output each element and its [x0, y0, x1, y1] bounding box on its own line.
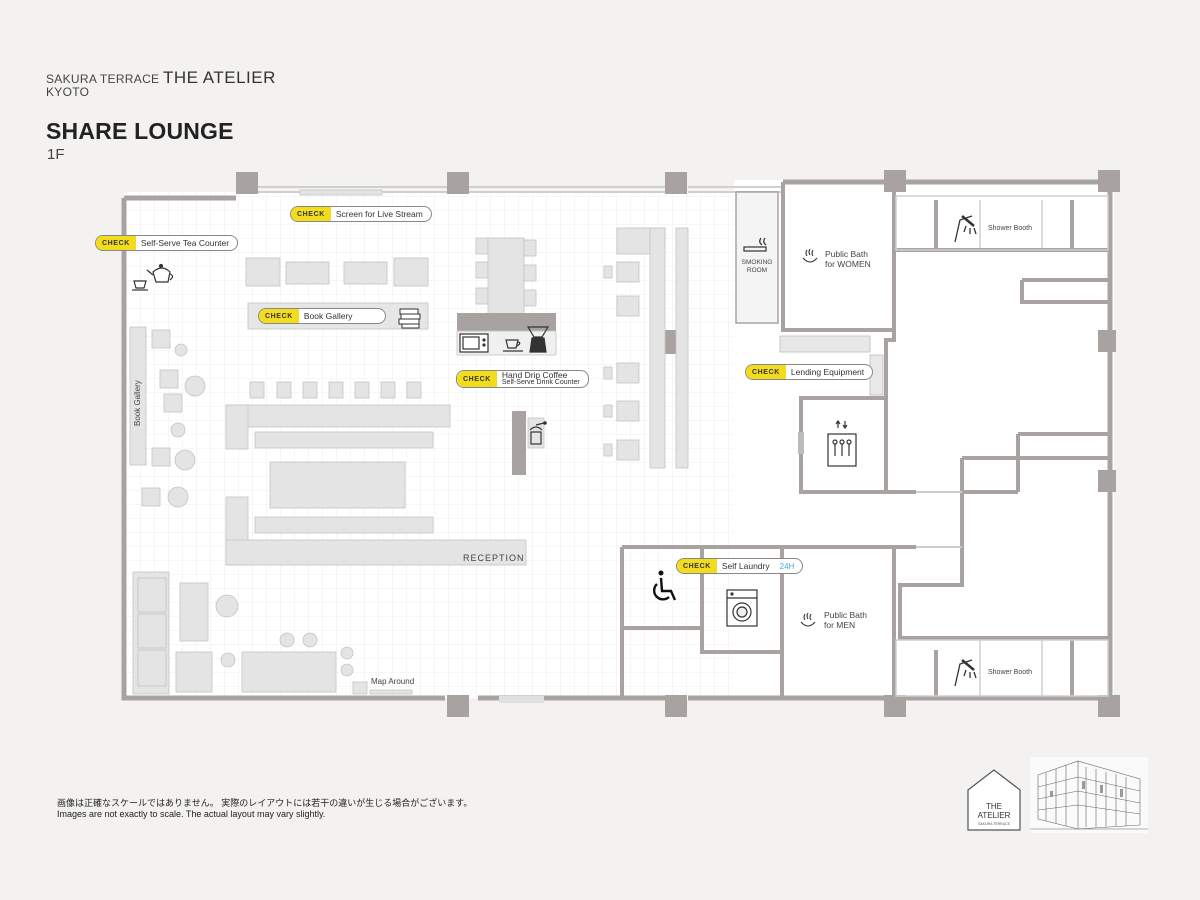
callout-lending[interactable]: CHECK Lending Equipment	[745, 364, 874, 380]
laundry-24h-tag: 24H	[779, 561, 795, 571]
drip-coffee-icon	[526, 326, 550, 353]
smoking-label-1: SMOKING	[741, 259, 773, 266]
lending-counter	[779, 335, 871, 353]
logo-text: THE ATELIER	[966, 802, 1022, 820]
check-badge: CHECK	[677, 559, 717, 573]
round-tables	[167, 343, 354, 677]
atelier-logo	[967, 769, 1021, 831]
callout-screen-text: Screen for Live Stream	[335, 209, 423, 219]
callout-tea-text: Self-Serve Tea Counter	[140, 238, 230, 248]
floor-label: 1F	[47, 146, 65, 163]
note-english: Images are not exactly to scale. The act…	[57, 809, 326, 819]
logo-line-2: ATELIER	[977, 811, 1011, 820]
callout-coffee[interactable]: CHECK Hand Drip Coffee Self-Serve Drink …	[456, 370, 589, 388]
callout-book-text: Book Gallery	[303, 311, 353, 321]
building-sketch	[1030, 757, 1148, 833]
brand-name-small: SAKURA TERRACE	[46, 72, 160, 86]
callout-coffee-text: Hand Drip Coffee	[501, 370, 568, 380]
cigarette-icon	[743, 237, 767, 252]
callout-laundry-text: Self Laundry	[721, 561, 770, 571]
shower-icon	[954, 659, 977, 687]
callout-coffee-sub: Self-Serve Drink Counter	[501, 379, 580, 386]
outer-walls	[121, 179, 1113, 701]
check-badge: CHECK	[457, 371, 497, 387]
entrance-mat	[499, 696, 544, 703]
shower-icon	[954, 215, 977, 243]
washing-machine-icon	[726, 589, 758, 627]
teacup-icon	[132, 280, 148, 291]
smoking-label-2: ROOM	[746, 267, 768, 274]
right-floor	[734, 180, 1114, 698]
shower-booth-bottom-label: Shower Booth	[988, 669, 1032, 676]
page-title: SHARE LOUNGE	[46, 118, 234, 144]
elevator-icon	[827, 419, 857, 467]
bath-women-label-2: for WOMEN	[825, 259, 871, 269]
logo-subtext: SAKURA TERRACE	[978, 822, 1010, 826]
check-badge: CHECK	[259, 309, 299, 323]
callout-lending-text: Lending Equipment	[790, 367, 865, 377]
shower-booth-top-label: Shower Booth	[988, 225, 1032, 232]
check-badge: CHECK	[291, 207, 331, 221]
hot-spring-icon	[800, 612, 816, 627]
brand-city: KYOTO	[46, 85, 90, 99]
check-badge: CHECK	[746, 365, 786, 379]
books-icon	[398, 308, 421, 329]
reception-label: RECEPTION	[463, 553, 525, 563]
bath-women-label-1: Public Bath	[825, 249, 868, 259]
callout-tea[interactable]: CHECK Self-Serve Tea Counter	[95, 235, 239, 251]
callout-screen[interactable]: CHECK Screen for Live Stream	[290, 206, 432, 222]
hot-spring-icon	[802, 248, 818, 263]
book-gallery-vertical-label: Book Gallery	[133, 380, 142, 426]
brand-name: SAKURA TERRACE THE ATELIER	[46, 68, 276, 88]
smoking-room	[735, 191, 779, 324]
teapot-icon	[146, 263, 174, 283]
check-badge: CHECK	[96, 236, 136, 250]
bath-men-label: Public Bath for MEN	[824, 610, 867, 630]
shower-dividers	[895, 195, 1109, 697]
lounge-furniture	[129, 189, 689, 695]
wheelchair-icon	[652, 570, 677, 601]
smoking-room-label: SMOKING ROOM	[738, 259, 776, 275]
coffee-cup-icon	[503, 339, 523, 352]
map-around-label: Map Around	[371, 677, 415, 686]
bath-women-label: Public Bath for WOMEN	[825, 249, 871, 269]
coffee-grinder-icon	[529, 421, 547, 445]
logo-line-1: THE	[986, 802, 1002, 811]
bath-men-label-2: for MEN	[824, 620, 856, 630]
bath-men-label-1: Public Bath	[824, 610, 867, 620]
note-japanese: 画像は正確なスケールではありません。 実際のレイアウトには若干の違いが生じる場合…	[57, 798, 473, 808]
microwave-icon	[459, 333, 489, 353]
callout-book[interactable]: CHECK Book Gallery	[258, 308, 386, 324]
brand-name-big: THE ATELIER	[162, 68, 276, 87]
callout-laundry[interactable]: CHECK Self Laundry 24H	[676, 558, 804, 574]
